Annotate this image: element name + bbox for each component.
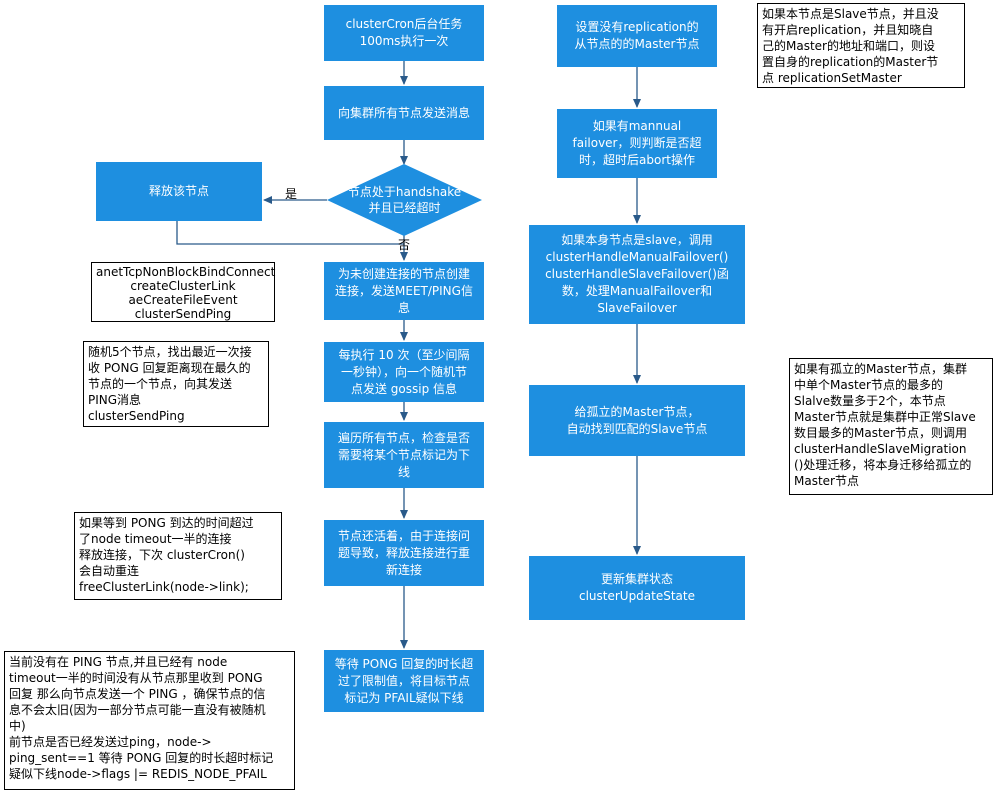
manual-failover-box: 如果有mannual failover，则判断是否超 时，超时后abort操作 [557, 109, 717, 178]
no-label: 否 [398, 238, 411, 252]
pong-timeout-note: 如果等到 PONG 到达的时间超过 了node timeout一半的连接 释放连… [74, 512, 282, 600]
handshake-decision: 节点处于handshake 并且已经超时 [347, 185, 462, 215]
release-node-box: 释放该节点 [96, 162, 262, 221]
random-ping-note: 随机5个节点，找出最近一次接 收 PONG 回复距离现在最久的 节点的一个节点，… [83, 341, 269, 427]
orphan-master-box: 给孤立的Master节点， 自动找到匹配的Slave节点 [529, 385, 745, 456]
create-connection-box: 为未创建连接的节点创建 连接，发送MEET/PING信 息 [324, 262, 484, 320]
decision-diamond [327, 164, 482, 236]
arrow-release-merge [176, 221, 404, 245]
traverse-nodes-box: 遍历所有节点，检查是否 需要将某个节点标记为下 线 [324, 422, 484, 488]
slave-migration-note: 如果有孤立的Master节点，集群 中单个Master节点的最多的 Slalve… [789, 358, 993, 495]
slave-failover-box: 如果本身节点是slave，调用 clusterHandleManualFailo… [529, 225, 745, 324]
connect-functions-note: anetTcpNonBlockBindConnect createCluster… [91, 262, 275, 322]
gossip-box: 每执行 10 次（至少间隔 一秒钟），向一个随机节 点发送 gossip 信息 [324, 342, 484, 402]
update-state-box: 更新集群状态 clusterUpdateState [529, 556, 745, 620]
yes-label: 是 [285, 187, 298, 201]
pfail-note: 当前没有在 PING 节点,并且已经有 node timeout一半的时间没有从… [4, 651, 295, 790]
reconnect-box: 节点还活着，由于连接问 题导致，释放连接进行重 新连接 [324, 520, 484, 586]
cluster-cron-box: clusterCron后台任务 100ms执行一次 [324, 5, 484, 61]
pfail-box: 等待 PONG 回复的时长超 过了限制值，将目标节点 标记为 PFAIL疑似下线 [324, 650, 484, 712]
send-message-box: 向集群所有节点发送消息 [324, 86, 484, 140]
set-master-box: 设置没有replication的 从节点的的Master节点 [557, 5, 717, 67]
replication-note: 如果本节点是Slave节点，并且没 有开启replication，并且知晓自 己… [757, 3, 965, 88]
